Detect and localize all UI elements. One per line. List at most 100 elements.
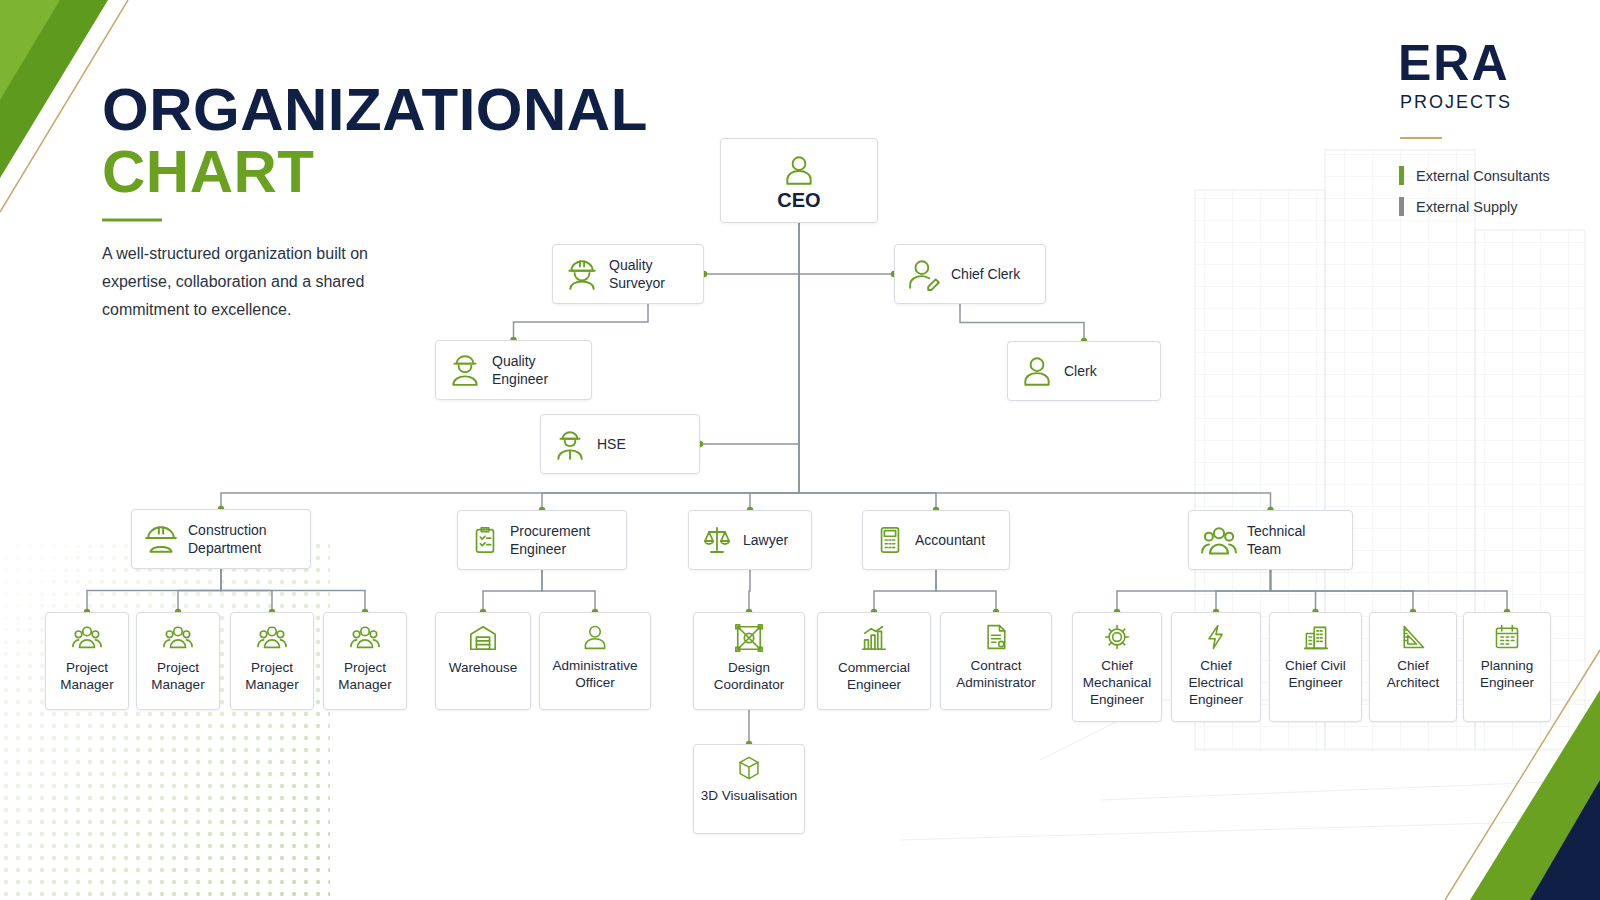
role-title: 3D Visualisation [701,787,798,804]
role-title: Quality Engineer [492,352,579,388]
role-title: HSE [597,435,626,453]
org-connector [221,569,365,612]
corner-stripe [0,0,108,178]
role-title: Administrative Officer [546,657,644,691]
role-title: Procurement Engineer [510,522,614,558]
role-title: Chief Mechanical Engineer [1079,657,1155,708]
role-icon [1103,623,1131,651]
role-card: Design Coordinator [693,612,805,710]
role-box: Clerk [1007,341,1161,401]
role-icon [782,153,816,187]
role-icon [1202,623,1230,651]
role-title: Construction Department [188,521,298,557]
logo-rule [1400,137,1442,139]
role-icon [734,623,764,653]
role-card: Administrative Officer [539,612,651,710]
role-title: Contract Administrator [947,657,1045,691]
org-connector [1216,570,1271,612]
org-connector [483,570,542,612]
role-icon [736,755,762,781]
org-connector [87,569,221,612]
org-connector [750,223,799,510]
role-icon [565,257,599,291]
org-connector [1271,570,1508,612]
role-card: Chief Architect [1369,612,1457,722]
role-title: Project Manager [52,659,122,693]
role-icon [1201,522,1237,558]
role-title: Design Coordinator [700,659,798,693]
role-icon [1020,354,1054,388]
role-icon [1399,623,1427,651]
role-card: Project Manager [230,612,314,710]
role-icon [468,623,498,653]
role-box: Lawyer [688,510,812,570]
role-box: CEO [720,138,878,223]
role-card: Warehouse [435,612,531,710]
logo-mark: ERA [1398,36,1510,90]
role-box: Procurement Engineer [457,510,627,570]
role-box: Quality Engineer [435,340,592,400]
role-card: Chief Mechanical Engineer [1072,612,1162,722]
role-card: Contract Administrator [940,612,1052,710]
title: ORGANIZATIONAL [102,78,648,142]
role-icon [1493,623,1521,651]
org-connector [514,304,649,340]
title-accent: CHART [102,140,314,204]
org-connector [960,304,1084,341]
role-box: HSE [540,414,700,474]
role-card: Commercial Engineer [817,612,931,710]
legend-item: External Consultants [1399,166,1550,185]
org-connector [221,223,799,509]
role-title: Lawyer [743,531,788,549]
org-connector [874,570,936,612]
role-box: Construction Department [131,509,311,569]
role-card: Chief Electrical Engineer [1171,612,1261,722]
role-title: Project Manager [330,659,400,693]
role-icon [859,623,889,653]
role-card: Project Manager [45,612,129,710]
role-icon [581,623,609,651]
corner-stripe [0,0,60,100]
role-icon [72,623,102,653]
role-title: Chief Electrical Engineer [1178,657,1254,708]
role-title: Project Manager [237,659,307,693]
org-connector [799,223,936,510]
role-title: Chief Civil Engineer [1276,657,1355,691]
dot-texture [0,540,330,900]
role-card: 3D Visualisation [693,744,805,834]
corner-block [1530,780,1600,900]
role-title: Commercial Engineer [824,659,924,693]
legend-item: External Supply [1399,197,1518,216]
role-icon [1302,623,1330,651]
role-card: Chief Civil Engineer [1269,612,1362,722]
role-box: Technical Team [1188,510,1353,570]
org-connector [1117,570,1271,612]
org-connector [799,223,1271,510]
org-connector [748,710,750,744]
role-title: Project Manager [143,659,213,693]
legend-text: External Supply [1416,199,1518,215]
role-card: Project Manager [136,612,220,710]
role-icon [875,525,905,555]
role-icon [907,257,941,291]
org-connector [749,570,750,612]
role-title: Accountant [915,531,985,549]
legend-swatch [1399,197,1404,216]
legend-text: External Consultants [1416,168,1550,184]
role-icon [448,353,482,387]
role-icon [553,427,587,461]
role-title: Warehouse [449,659,518,676]
role-icon [257,623,287,653]
org-connector [542,570,595,612]
role-icon [350,623,380,653]
role-title: Chief Architect [1376,657,1450,691]
role-title: Clerk [1064,362,1097,380]
role-box: Chief Clerk [894,244,1046,304]
caption: A well-structured organization built on … [102,240,402,324]
org-connector [704,223,799,274]
org-connector [799,223,894,274]
role-title: CEO [777,191,820,209]
title-underline [102,219,162,222]
role-box: Accountant [862,510,1010,570]
role-icon [163,623,193,653]
